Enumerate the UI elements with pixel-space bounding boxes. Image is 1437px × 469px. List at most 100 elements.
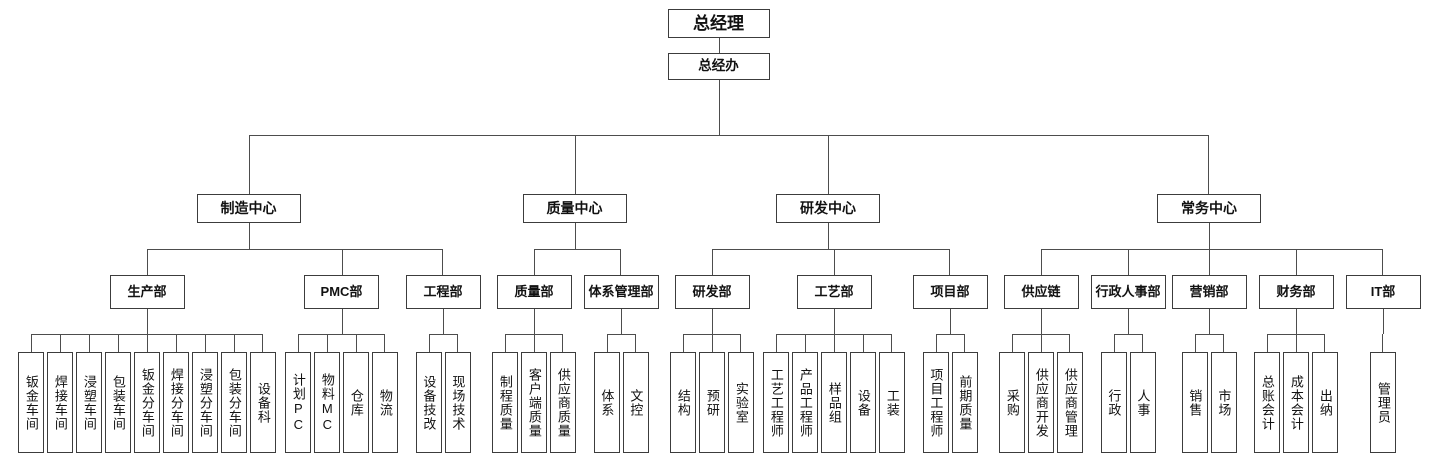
org-node-label: 制造中心 [220, 200, 277, 217]
org-node: 项目工程师 [922, 352, 949, 453]
org-node: 总经理 [667, 9, 770, 38]
org-subtree: 工艺工程师 [762, 334, 792, 453]
org-node-label: 管理员 [1375, 381, 1391, 424]
org-subtree: 物流 [369, 334, 400, 453]
org-subtree: 客户端质量 [519, 334, 550, 453]
org-node-label: 财务部 [1276, 284, 1316, 300]
org-node-label: 质量中心 [546, 200, 603, 217]
org-subtree: 焊接车间 [45, 334, 76, 453]
org-branch: 计划PC 物料MC 仓库物流 [284, 309, 400, 453]
org-node: 供应商管理 [1057, 352, 1083, 453]
org-subtree: 供应商开发 [1026, 334, 1057, 453]
org-branch: 总账会计成本会计出纳 [1253, 309, 1340, 453]
org-node-label: 销售 [1187, 388, 1203, 417]
org-node-label: 体系 [599, 388, 615, 417]
org-subtree: 计划PC [284, 334, 314, 453]
org-subtree: 仓库 [341, 334, 372, 453]
org-node: 常务中心 [1157, 194, 1261, 223]
org-branch: 制造中心生产部钣金车间焊接车间浸塑车间包装车间钣金分车间焊接分车间浸塑分车间包装… [12, 80, 1426, 453]
org-subtree: 人事 [1127, 334, 1157, 453]
org-node: 人事 [1129, 352, 1156, 453]
org-subtree: 前期质量 [949, 334, 979, 453]
org-node-label: 供应商质量 [555, 367, 571, 438]
org-node: 成本会计 [1283, 352, 1309, 453]
org-branch: 钣金车间焊接车间浸塑车间包装车间钣金分车间焊接分车间浸塑分车间包装分车间设备科 [17, 309, 278, 453]
org-node: 供应商质量 [550, 352, 576, 453]
org-branch: 采购供应商开发供应商管理 [998, 309, 1085, 453]
org-node: 总经办 [667, 53, 770, 80]
org-node-label: 样品组 [826, 381, 842, 424]
org-node-label: 常务中心 [1181, 200, 1237, 217]
org-node: 设备技改 [415, 352, 442, 453]
org-node: 客户端质量 [521, 352, 547, 453]
org-subtree: 工艺部工艺工程师产品工程师样品组设备工装 [758, 249, 911, 453]
org-subtree: 成本会计 [1281, 334, 1312, 453]
org-node: 质量中心 [522, 194, 627, 223]
org-node-label: 总账会计 [1259, 374, 1275, 431]
org-node: 包装分车间 [221, 352, 247, 453]
org-subtree: 制程质量 [491, 334, 521, 453]
org-node-label: 设备 [855, 388, 871, 417]
org-node: 质量部 [496, 275, 572, 309]
org-node: 设备科 [250, 352, 276, 453]
org-node-label: 物流 [377, 388, 393, 417]
org-subtree: 文控 [620, 334, 650, 453]
org-node-label: 质量部 [514, 284, 554, 300]
org-branch: 销售市场 [1180, 309, 1238, 453]
org-subtree: 供应链采购供应商开发供应商管理 [995, 249, 1089, 453]
org-node: 行政 [1100, 352, 1127, 453]
org-node-label: 供应链 [1021, 284, 1061, 300]
org-subtree: 设备科 [247, 334, 278, 453]
org-node: 物料MC [314, 352, 340, 453]
org-branch: 制程质量客户端质量供应商质量 [491, 309, 578, 453]
org-node-label: 仓库 [348, 388, 364, 417]
org-node-label: 物料MC [319, 372, 335, 433]
org-node: 结构 [670, 352, 696, 453]
org-subtree: 质量部制程质量客户端质量供应商质量 [488, 249, 582, 453]
org-subtree: 浸塑分车间 [190, 334, 221, 453]
org-node: 体系管理部 [583, 275, 659, 309]
org-node: 研发部 [674, 275, 750, 309]
org-node: 设备 [850, 352, 876, 453]
org-node-label: 文控 [628, 388, 644, 417]
org-subtree: 设备 [848, 334, 879, 453]
org-subtree: 研发部结构预研实验室 [666, 249, 760, 453]
org-node-label: 研发部 [692, 284, 732, 300]
org-branch: 生产部钣金车间焊接车间浸塑车间包装车间钣金分车间焊接分车间浸塑分车间包装分车间设… [14, 223, 484, 453]
org-branch: 管理员 [1369, 309, 1398, 453]
org-subtree: 项目工程师 [921, 334, 951, 453]
org-node-label: 项目部 [930, 284, 970, 300]
org-subtree: 出纳 [1309, 334, 1340, 453]
org-branch: 行政人事 [1099, 309, 1157, 453]
org-chart: 总经理总经办制造中心生产部钣金车间焊接车间浸塑车间包装车间钣金分车间焊接分车间浸… [12, 9, 1426, 453]
org-subtree: 行政人事部行政人事 [1087, 249, 1170, 453]
org-node-label: 生产部 [127, 284, 167, 300]
org-branch: 总经办制造中心生产部钣金车间焊接车间浸塑车间包装车间钣金分车间焊接分车间浸塑分车… [12, 38, 1426, 453]
org-subtree: 行政 [1099, 334, 1129, 453]
org-subtree: 总经理总经办制造中心生产部钣金车间焊接车间浸塑车间包装车间钣金分车间焊接分车间浸… [12, 9, 1426, 453]
org-node: 出纳 [1312, 352, 1338, 453]
org-node-label: 前期质量 [957, 374, 973, 431]
org-subtree: 样品组 [819, 334, 850, 453]
org-subtree: 制造中心生产部钣金车间焊接车间浸塑车间包装车间钣金分车间焊接分车间浸塑分车间包装… [12, 135, 487, 453]
org-subtree: 营销部销售市场 [1168, 249, 1251, 453]
org-node: 物流 [372, 352, 398, 453]
org-subtree: 工程部设备技改现场技术 [401, 249, 484, 453]
org-subtree: IT部管理员 [1341, 249, 1424, 453]
org-node-label: 钣金分车间 [139, 367, 155, 438]
org-node: 包装车间 [105, 352, 131, 453]
org-subtree: 物料MC [312, 334, 343, 453]
org-node: IT部 [1345, 275, 1421, 309]
org-node-label: 浸塑分车间 [197, 367, 213, 438]
org-node-label: 实验室 [733, 381, 749, 424]
org-node-label: 人事 [1135, 388, 1151, 417]
org-node-label: 采购 [1004, 388, 1020, 417]
org-subtree: 实验室 [725, 334, 756, 453]
org-node-label: 焊接车间 [52, 374, 68, 431]
org-node-label: 制程质量 [497, 374, 513, 431]
org-node: 项目部 [912, 275, 988, 309]
org-subtree: 采购 [998, 334, 1028, 453]
org-node: 文控 [622, 352, 649, 453]
org-node: 生产部 [109, 275, 185, 309]
